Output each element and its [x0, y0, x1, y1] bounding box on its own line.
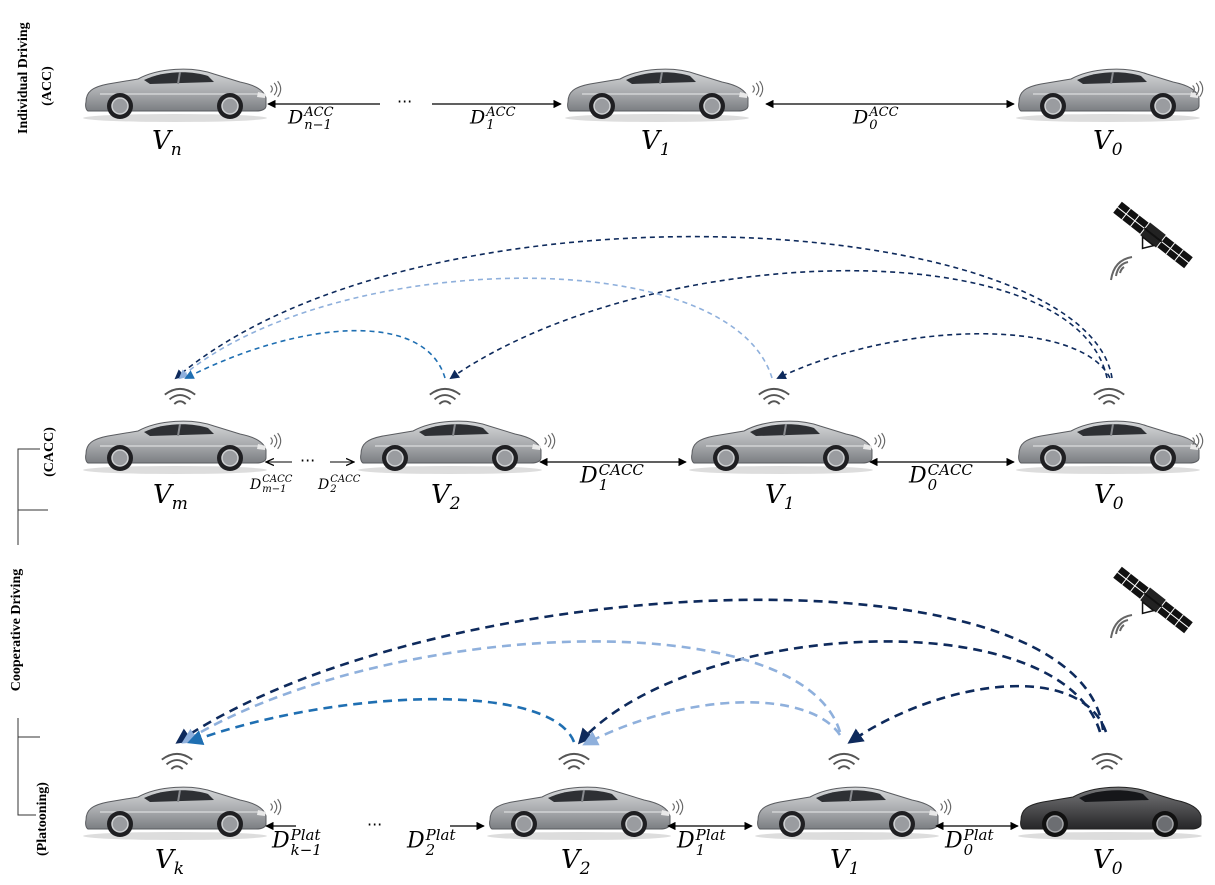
- link-arrow-v1-v2: [582, 701, 842, 746]
- wireless-signal-icon: [270, 798, 282, 816]
- link-arrow-v0-vm: [174, 235, 1113, 380]
- car-icon: [82, 786, 268, 840]
- wireless-signal-icon: [752, 80, 764, 98]
- link-arrow-v0-v2: [577, 640, 1102, 745]
- section-label-acc: (ACC): [40, 61, 56, 111]
- link-arrow-v2-vm: [184, 329, 446, 379]
- vehicle-label-v2: V2: [431, 480, 461, 515]
- car-icon: [688, 420, 874, 474]
- wireless-signal-icon: [1090, 752, 1124, 771]
- section-label-individual: Individual Driving: [16, 22, 32, 134]
- section-subtitle-acc: (ACC): [40, 66, 55, 106]
- wireless-signal-icon: [270, 432, 282, 450]
- car-icon: [754, 786, 940, 840]
- link-arrow-v0-v1: [776, 332, 1111, 380]
- section-label-cooperative: Cooperative Driving: [9, 560, 25, 700]
- vehicle-label-v1: V1: [641, 126, 671, 161]
- vehicle-label-v0: V0: [1093, 845, 1123, 880]
- wireless-signal-icon: [672, 798, 684, 816]
- bracket-bottom: [17, 736, 40, 816]
- link-arrow-v1-vm: [178, 277, 773, 380]
- section-label-cacc: (CACC): [42, 422, 58, 482]
- wireless-signal-icon: [757, 387, 791, 406]
- link-arrow-v2-vk: [187, 697, 576, 745]
- vehicle-label-v0: V0: [1093, 126, 1123, 161]
- vehicle-label-vn: Vn: [152, 126, 182, 161]
- wireless-signal-icon: [1092, 387, 1126, 406]
- ellipsis: ···: [300, 451, 316, 470]
- link-arrow-v0-v1: [847, 684, 1108, 744]
- wireless-signal-icon: [544, 432, 556, 450]
- wireless-signal-icon: [270, 80, 282, 98]
- car-icon: [82, 420, 268, 474]
- vehicle-label-v1: V1: [830, 845, 860, 880]
- section-subtitle-cacc: (CACC): [42, 427, 57, 477]
- vehicle-label-vm: Vm: [153, 480, 188, 515]
- section-subtitle-platooning: (Platooning): [35, 782, 50, 856]
- wireless-signal-icon: [163, 387, 197, 406]
- wireless-signal-icon: [1110, 614, 1133, 639]
- satellite-icon: [1106, 199, 1195, 278]
- car-icon: [357, 420, 543, 474]
- bracket-top: [17, 448, 48, 511]
- car-icon: [486, 786, 672, 840]
- link-arrow-v0-v2: [449, 269, 1108, 380]
- car-icon: [564, 68, 750, 122]
- section-title-cooperative-driving: Cooperative Driving: [9, 568, 24, 692]
- ellipsis: ···: [367, 815, 383, 834]
- car-icon: [1015, 420, 1201, 474]
- vehicle-label-v0: V0: [1094, 480, 1124, 515]
- wireless-signal-icon: [160, 752, 194, 771]
- wireless-signal-icon: [940, 798, 952, 816]
- section-title-individual-driving: Individual Driving: [16, 22, 31, 134]
- vehicle-label-vk: Vk: [155, 845, 185, 880]
- ellipsis: ···: [397, 92, 413, 111]
- link-arrow-v1-vk: [181, 640, 842, 744]
- link-arrow-v0-vk: [175, 598, 1105, 744]
- car-icon: [1015, 68, 1201, 122]
- car-icon: [82, 68, 268, 122]
- wireless-signal-icon: [874, 432, 886, 450]
- vehicle-label-v1: V1: [765, 480, 795, 515]
- wireless-signal-icon: [827, 752, 861, 771]
- car-icon: [1017, 786, 1203, 840]
- wireless-signal-icon: [428, 387, 462, 406]
- vehicle-label-v2: V2: [561, 845, 591, 880]
- section-label-platooning: (Platooning): [35, 764, 51, 874]
- wireless-signal-icon: [557, 752, 591, 771]
- wireless-signal-icon: [1110, 256, 1133, 281]
